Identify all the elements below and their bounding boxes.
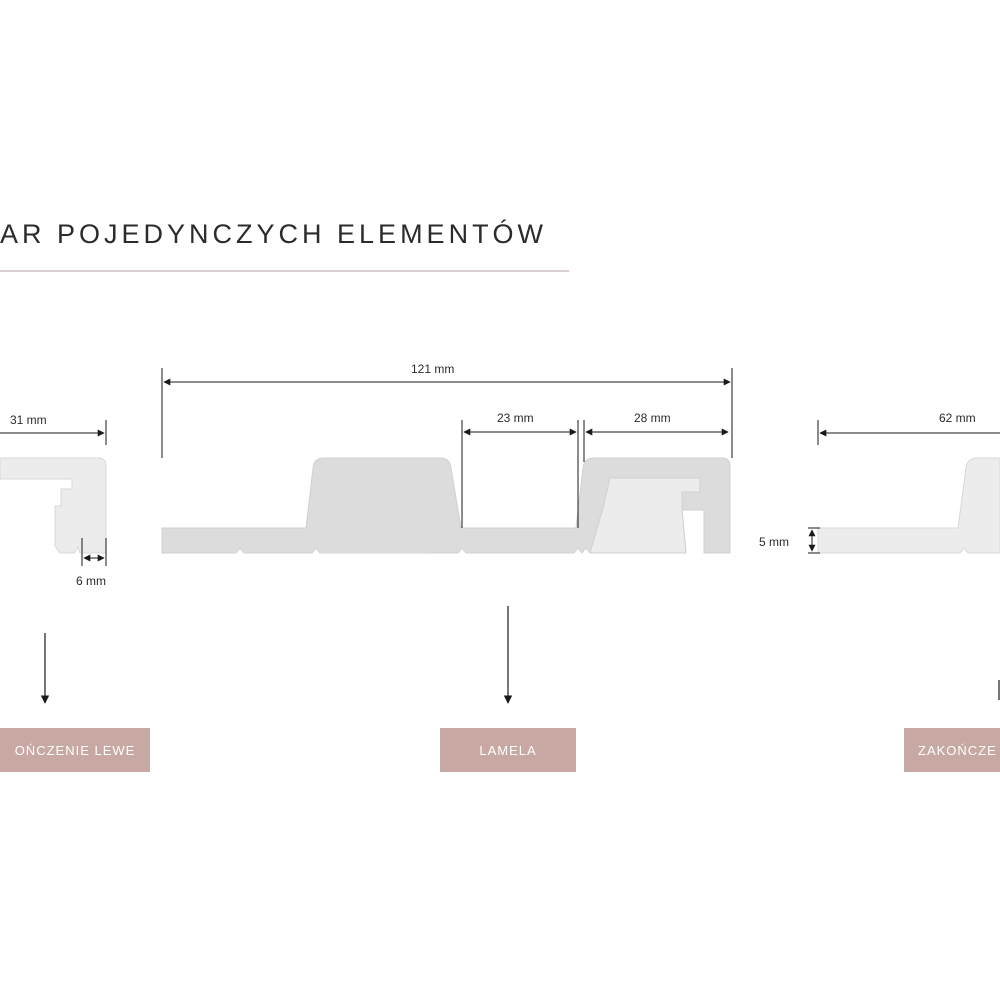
- left-end-label: OŃCZENIE LEWE: [0, 728, 150, 772]
- lamela-rib-label: 28 mm: [634, 411, 671, 425]
- lamela-inner-right: [589, 477, 701, 554]
- right-thickness-label: 5 mm: [759, 535, 789, 549]
- lamela-label: LAMELA: [440, 728, 576, 772]
- right-width-label: 62 mm: [939, 411, 976, 425]
- lamela-total-label: 121 mm: [411, 362, 455, 376]
- left-width-label: 31 mm: [10, 413, 47, 427]
- lamela-inner-left: [320, 488, 430, 553]
- right-end-label: ZAKOŃCZE: [904, 728, 1000, 772]
- page-title: AR POJEDYNCZYCH ELEMENTÓW: [0, 219, 548, 249]
- lamela-gap-label: 23 mm: [497, 411, 534, 425]
- right-end-profile: [817, 457, 1000, 554]
- left-groove-label: 6 mm: [76, 574, 106, 588]
- title-underline: [0, 270, 569, 272]
- lamela-profile: [161, 457, 731, 554]
- left-end-profile: [0, 457, 107, 554]
